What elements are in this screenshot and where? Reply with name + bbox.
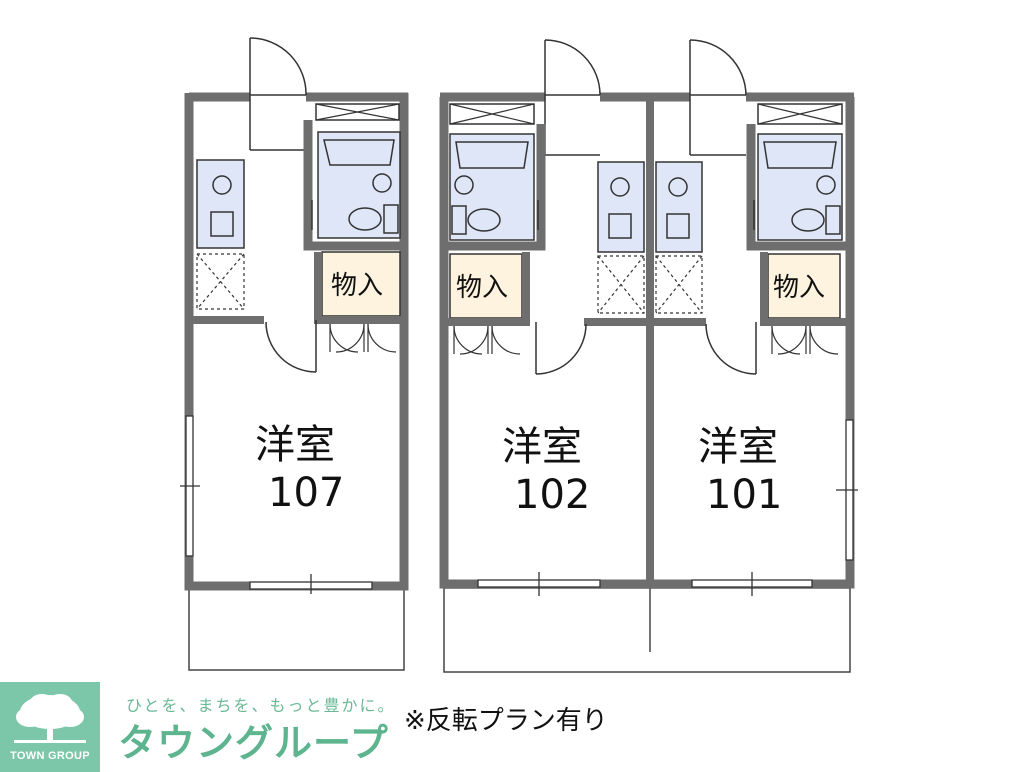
washer-space-102 bbox=[597, 255, 645, 314]
window-bottom-102 bbox=[477, 572, 601, 596]
room-number-101: 101 bbox=[706, 472, 782, 518]
room-door-107 bbox=[265, 320, 317, 373]
entrance-door-102 bbox=[544, 39, 601, 156]
entrance-door-101 bbox=[689, 39, 747, 156]
storage-label-107: 物入 bbox=[331, 271, 383, 301]
vent-102 bbox=[449, 103, 535, 125]
balcony-107 bbox=[188, 585, 405, 671]
brand-tagline: ひとを、まちを、もっと豊かに。 bbox=[126, 696, 396, 715]
town-group-logo bbox=[0, 682, 100, 772]
room-number-107: 107 bbox=[268, 470, 344, 516]
storage-102 bbox=[449, 253, 523, 319]
window-bottom-101 bbox=[691, 572, 813, 596]
washer-space-107 bbox=[196, 253, 245, 310]
window-left-107 bbox=[180, 415, 200, 557]
vent-107 bbox=[315, 103, 400, 121]
room-number-102: 102 bbox=[514, 472, 590, 518]
window-right-101 bbox=[836, 419, 858, 561]
bath-wall-107 bbox=[303, 120, 404, 251]
room-type-101: 洋室 bbox=[698, 424, 778, 470]
closet-doors-102 bbox=[453, 325, 521, 355]
room-door-101 bbox=[705, 322, 757, 375]
kitchen-102 bbox=[597, 161, 645, 253]
brand-name: タウングループ bbox=[118, 721, 389, 765]
entrance-door-107 bbox=[249, 37, 307, 151]
reverse-plan-note: ※反転プラン有り bbox=[404, 706, 608, 736]
balcony-102-101 bbox=[443, 587, 851, 673]
room-type-107: 洋室 bbox=[255, 422, 335, 468]
storage-label-101: 物入 bbox=[773, 273, 825, 303]
unit-102-101-block: 物入 bbox=[439, 39, 858, 673]
closet-doors-101 bbox=[771, 325, 839, 355]
logo-caption: TOWN GROUP bbox=[10, 750, 90, 762]
vent-101 bbox=[757, 103, 843, 125]
unit-107: 物入 洋室 107 bbox=[180, 37, 409, 671]
unit-bath-107 bbox=[311, 131, 401, 239]
unit-bath-101 bbox=[753, 133, 843, 241]
room-door-102 bbox=[535, 322, 587, 375]
washer-space-101 bbox=[655, 255, 703, 314]
kitchen-101 bbox=[655, 161, 703, 253]
storage-label-102: 物入 bbox=[456, 273, 508, 303]
kitchen-107 bbox=[196, 159, 245, 249]
room-type-102: 洋室 bbox=[502, 424, 582, 470]
tree-icon bbox=[14, 694, 86, 743]
closet-doors-107 bbox=[329, 323, 397, 353]
window-bottom-107 bbox=[249, 574, 373, 594]
unit-bath-102 bbox=[449, 133, 539, 241]
